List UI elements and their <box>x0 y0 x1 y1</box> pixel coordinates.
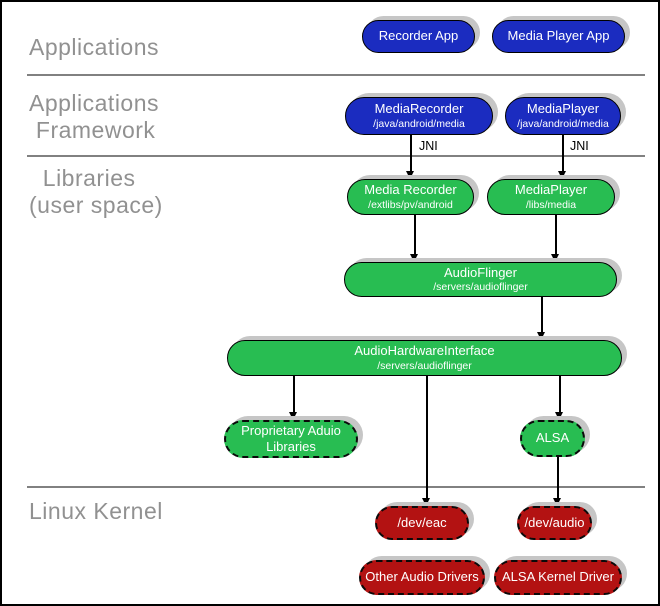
node-title: Proprietary Aduio Libraries <box>241 422 341 454</box>
section-label-applications: Applications <box>29 34 160 60</box>
arrowhead-alsa-dev-audio <box>553 498 561 506</box>
node-audioflinger: AudioFlinger /servers/audioflinger <box>344 262 617 297</box>
node-title: MediaPlayer <box>514 182 588 198</box>
node-mediarecorder-framework: MediaRecorder /java/android/media <box>345 97 493 135</box>
node-alsa: ALSA <box>520 420 585 457</box>
node-title: ALSA Kernel Driver <box>502 569 614 585</box>
arrowhead-ahi-proprietary <box>289 412 297 420</box>
node-title: MediaPlayer <box>526 101 600 117</box>
node-media-player-app: Media Player App <box>492 20 625 53</box>
arrowhead-mediaplayer-audioflinger <box>551 254 559 262</box>
node-subtitle: /libs/media <box>525 198 577 211</box>
arrowhead-audioflinger-ahi <box>537 332 545 340</box>
connector-ahi-proprietary <box>293 376 295 412</box>
node-recorder-app: Recorder App <box>362 20 475 53</box>
connector-ahi-alsa <box>559 376 561 412</box>
node-title: AudioHardwareInterface <box>354 343 495 359</box>
node-title: /dev/audio <box>524 514 585 530</box>
framework-label-line1: Applications <box>29 90 160 116</box>
node-title: Recorder App <box>378 28 459 44</box>
node-alsa-kernel-driver: ALSA Kernel Driver <box>494 560 622 595</box>
node-other-audio-drivers: Other Audio Drivers <box>359 560 485 595</box>
divider-applications-framework <box>27 74 645 76</box>
node-subtitle: /extlibs/pv/android <box>368 198 453 211</box>
section-label-linux-kernel: Linux Kernel <box>29 498 163 524</box>
connector-mediarecorder-audioflinger <box>414 215 416 254</box>
connector-audioflinger-ahi <box>541 297 543 332</box>
libraries-label-line1: Libraries <box>29 165 136 191</box>
section-label-applications-framework: Applications Framework <box>29 90 159 144</box>
jni-label-right: JNI <box>570 139 589 153</box>
connector-jni-mediarecorder <box>410 135 412 171</box>
node-proprietary-audio-libraries: Proprietary Aduio Libraries <box>224 420 358 458</box>
connector-alsa-dev-audio <box>557 457 559 498</box>
libraries-label-line2: (user space) <box>29 192 163 218</box>
node-title: ALSA <box>535 430 570 446</box>
section-label-libraries: Libraries(user space) <box>29 165 163 219</box>
node-audiohardwareinterface: AudioHardwareInterface /servers/audiofli… <box>227 340 622 376</box>
arrowhead-jni-mediaplayer <box>558 171 566 179</box>
node-subtitle: /servers/audioflinger <box>433 281 528 294</box>
node-title: AudioFlinger <box>444 264 517 280</box>
connector-jni-mediaplayer <box>562 135 564 171</box>
node-dev-eac: /dev/eac <box>375 506 469 540</box>
node-subtitle: /servers/audioflinger <box>377 359 472 372</box>
arrowhead-jni-mediarecorder <box>406 171 414 179</box>
node-subtitle: /java/android/media <box>373 117 465 130</box>
connector-mediaplayer-audioflinger <box>555 215 557 254</box>
framework-label-line2: Framework <box>29 117 156 143</box>
node-title: Media Recorder <box>364 182 457 198</box>
jni-label-left: JNI <box>419 139 438 153</box>
connector-ahi-dev-eac <box>426 376 428 498</box>
arrowhead-mediarecorder-audioflinger <box>410 254 418 262</box>
arrowhead-ahi-dev-eac <box>422 498 430 506</box>
node-title: MediaRecorder <box>374 101 464 117</box>
divider-libraries-kernel <box>27 486 645 488</box>
divider-framework-libraries <box>27 155 645 157</box>
node-title: Media Player App <box>507 28 610 44</box>
node-dev-audio: /dev/audio <box>517 506 592 540</box>
node-title: /dev/eac <box>397 514 447 530</box>
node-title: Other Audio Drivers <box>365 569 479 585</box>
node-media-recorder-lib: Media Recorder /extlibs/pv/android <box>347 179 474 215</box>
node-mediaplayer-framework: MediaPlayer /java/android/media <box>505 97 621 135</box>
node-subtitle: /java/android/media <box>517 117 609 130</box>
arrowhead-ahi-alsa <box>555 412 563 420</box>
node-mediaplayer-lib: MediaPlayer /libs/media <box>487 179 615 215</box>
